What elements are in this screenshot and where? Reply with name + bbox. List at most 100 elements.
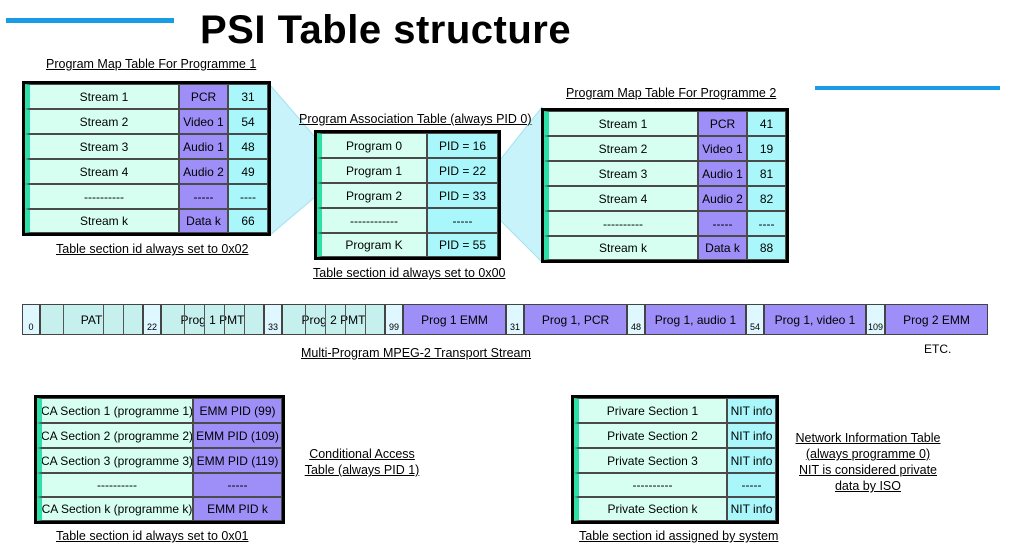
pat-pid: PID = 33 (427, 183, 498, 208)
pmt2-stream: Stream k (544, 236, 698, 260)
table-row: Stream 1 PCR 31 (25, 84, 268, 109)
cat-emm: EMM PID (119) (193, 448, 282, 473)
pmt1-type: ----- (179, 184, 228, 209)
ts-tick (365, 305, 366, 334)
cat-section: CA Section 3 (programme 3) (37, 448, 193, 473)
pat-pid: PID = 55 (427, 233, 498, 257)
pat-program: Program 0 (317, 133, 427, 158)
page-title: PSI Table structure (200, 8, 572, 52)
table-row: Program 2 PID = 33 (317, 183, 498, 208)
pmt1-pid: 48 (228, 134, 268, 159)
cat-section: CA Section 2 (programme 2) (37, 423, 193, 448)
table-row: Program 1 PID = 22 (317, 158, 498, 183)
pmt2-stream: Stream 2 (544, 136, 698, 161)
pmt2-type: Video 1 (698, 136, 747, 161)
pat-pid: ----- (427, 208, 498, 233)
funnel-right (499, 105, 543, 264)
pmt2-type: Data k (698, 236, 747, 260)
nit-label: Network Information Table (always progra… (783, 430, 953, 494)
pmt2-pid: 19 (747, 136, 786, 161)
pmt1-pid: 66 (228, 209, 268, 233)
pmt2-stream: Stream 3 (544, 161, 698, 186)
ts-tick (103, 305, 104, 334)
ts-pid: 109 (866, 304, 885, 335)
pmt2-type: Audio 2 (698, 186, 747, 211)
pat-caption: Table section id always set to 0x00 (313, 266, 506, 280)
nit-caption: Table section id assigned by system (579, 529, 779, 543)
cat-table: CA Section 1 (programme 1) EMM PID (99) … (34, 395, 285, 524)
table-row: Program 0 PID = 16 (317, 133, 498, 158)
ts-packet: Prog 1 PMT (161, 304, 264, 335)
pmt2-stream: Stream 1 (544, 111, 698, 136)
ts-pid: 31 (506, 304, 524, 335)
nit-section: Private Section 3 (574, 448, 727, 473)
ts-pid: 22 (143, 304, 161, 335)
cat-emm: EMM PID (99) (193, 398, 282, 423)
nit-info: NIT info (727, 448, 776, 473)
pmt1-pid: 49 (228, 159, 268, 184)
ts-packet: PAT (40, 304, 143, 335)
pmt1-stream: Stream 1 (25, 84, 179, 109)
nit-info: NIT info (727, 423, 776, 448)
pmt2-type: PCR (698, 111, 747, 136)
table-row: Stream k Data k 66 (25, 209, 268, 233)
pmt1-stream: Stream 2 (25, 109, 179, 134)
ts-packet-label: Prog 1 PMT (180, 312, 245, 327)
ts-packet: Prog 1, PCR (524, 304, 627, 335)
pmt1-type: Data k (179, 209, 228, 233)
table-row: CA Section 2 (programme 2) EMM PID (109) (37, 423, 282, 448)
pat-pid: PID = 22 (427, 158, 498, 183)
cat-emm: EMM PID (109) (193, 423, 282, 448)
pmt2-pid: 81 (747, 161, 786, 186)
table-row: Stream 2 Video 1 19 (544, 136, 786, 161)
nit-info: ----- (727, 473, 776, 497)
pmt1-stream: ---------- (25, 184, 179, 209)
nit-label-line: Network Information Table (795, 431, 941, 445)
pmt1-type: Video 1 (179, 109, 228, 134)
table-row: Stream 1 PCR 41 (544, 111, 786, 136)
cat-section: CA Section k (programme k) (37, 497, 193, 521)
ts-packet: Prog 1 EMM (403, 304, 506, 335)
ts-packet-label: PAT (80, 312, 103, 327)
pmt2-pid: 41 (747, 111, 786, 136)
pmt1-table: Stream 1 PCR 31 Stream 2 Video 1 54 Stre… (22, 81, 271, 236)
nit-label-line: data by ISO (834, 479, 901, 493)
ts-tick (224, 305, 225, 334)
ts-pid: 0 (22, 304, 40, 335)
cat-section: ---------- (37, 473, 193, 497)
pmt2-type: Audio 1 (698, 161, 747, 186)
etc-label: ETC. (924, 342, 952, 356)
pmt1-type: Audio 2 (179, 159, 228, 184)
table-row: Stream 4 Audio 2 82 (544, 186, 786, 211)
ts-pid: 54 (746, 304, 764, 335)
cat-section: CA Section 1 (programme 1) (37, 398, 193, 423)
pmt1-pid: ---- (228, 184, 268, 209)
nit-label-line: (always programme 0) (805, 447, 931, 461)
nit-info: NIT info (727, 497, 776, 521)
table-row: ---------- ----- (37, 473, 282, 497)
pat-program: Program K (317, 233, 427, 257)
nit-table: Privare Section 1 NIT info Private Secti… (571, 395, 779, 524)
nit-label-line: NIT is considered private (798, 463, 938, 477)
table-row: Privare Section 1 NIT info (574, 398, 776, 423)
pat-program: Program 2 (317, 183, 427, 208)
ts-packet-label: Prog 2 PMT (301, 312, 366, 327)
ts-packet: Prog 1, video 1 (764, 304, 866, 335)
ts-pid: 48 (627, 304, 645, 335)
table-row: ---------- ----- ---- (25, 184, 268, 209)
cat-caption: Table section id always set to 0x01 (56, 529, 249, 543)
ts-tick (184, 305, 185, 334)
funnel-left (269, 83, 316, 237)
ts-packet: Prog 2 PMT (282, 304, 385, 335)
pat-table: Program 0 PID = 16 Program 1 PID = 22 Pr… (314, 130, 501, 260)
accent-bar-left (6, 18, 174, 23)
table-row: Stream 2 Video 1 54 (25, 109, 268, 134)
pmt1-stream: Stream 3 (25, 134, 179, 159)
table-row: CA Section k (programme k) EMM PID k (37, 497, 282, 521)
table-row: CA Section 1 (programme 1) EMM PID (99) (37, 398, 282, 423)
transport-caption: Multi-Program MPEG-2 Transport Stream (301, 346, 531, 360)
pmt2-table: Stream 1 PCR 41 Stream 2 Video 1 19 Stre… (541, 108, 789, 263)
table-row: ------------ ----- (317, 208, 498, 233)
cat-label-line: Table (always PID 1) (304, 463, 420, 477)
pmt1-pid: 31 (228, 84, 268, 109)
